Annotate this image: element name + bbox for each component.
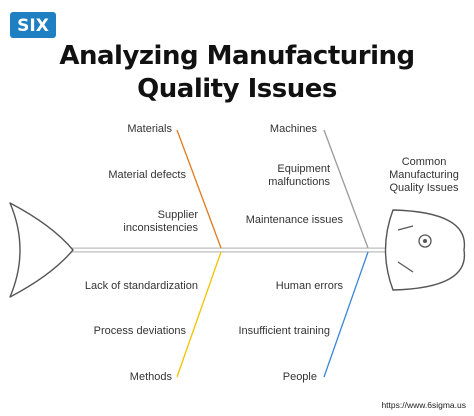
cause-lack-of-standardization: Lack of standardization xyxy=(84,280,198,292)
fish-tail-icon xyxy=(9,202,74,298)
materials-bone xyxy=(176,129,222,249)
effect-label: Common Manufacturing Quality Issues xyxy=(378,156,470,195)
effect-label-line-2: Manufacturing xyxy=(389,169,459,181)
effect-label-line-3: Quality Issues xyxy=(389,182,459,194)
cause-human-errors: Human errors xyxy=(275,280,343,292)
fish-head-icon xyxy=(384,209,466,291)
effect-label-line-1: Common xyxy=(401,156,447,168)
methods-bone xyxy=(176,251,222,378)
category-people: People xyxy=(282,371,317,383)
cause-material-defects: Material defects xyxy=(108,169,186,181)
cause-supplier-inconsistencies: Supplier inconsistencies xyxy=(123,209,198,235)
title-line-1: Analyzing Manufacturing xyxy=(59,41,415,71)
page-title: Analyzing Manufacturing Quality Issues xyxy=(0,40,474,106)
cause-supplier-line-2: inconsistencies xyxy=(123,222,198,234)
cause-insufficient-training: Insufficient training xyxy=(238,325,330,337)
category-machines: Machines xyxy=(269,123,317,135)
title-line-2: Quality Issues xyxy=(137,74,337,104)
cause-equipment-line-1: Equipment xyxy=(277,163,330,175)
people-bone xyxy=(323,251,369,378)
cause-process-deviations: Process deviations xyxy=(93,325,186,337)
six-sigma-logo: SIX xyxy=(10,12,56,38)
cause-equipment-malfunctions: Equipment malfunctions xyxy=(268,163,330,189)
cause-equipment-line-2: malfunctions xyxy=(268,176,330,188)
cause-supplier-line-1: Supplier xyxy=(157,209,198,221)
source-url: https://www.6sigma.us xyxy=(381,400,466,410)
machines-bone xyxy=(323,129,369,249)
logo-text: SIX xyxy=(17,16,49,36)
category-materials: Materials xyxy=(127,123,172,135)
cause-maintenance-issues: Maintenance issues xyxy=(245,214,343,226)
category-methods: Methods xyxy=(129,371,172,383)
